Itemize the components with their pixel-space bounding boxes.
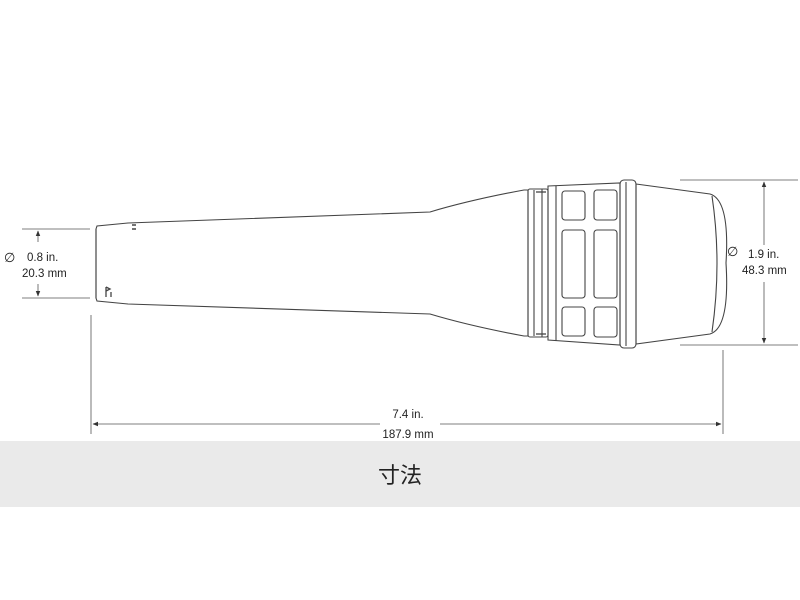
grille-window [593, 306, 618, 338]
large-diameter-mm-label: 48.3 mm [742, 265, 787, 277]
large-diameter-dimension [680, 179, 798, 346]
length-mm-label: 187.9 mm [382, 429, 433, 441]
front-ring [619, 179, 637, 349]
grille-window [561, 229, 586, 299]
diameter-symbol: ∅ [727, 245, 738, 260]
handle-body [95, 189, 529, 337]
microphone-outline [95, 179, 728, 349]
small-diameter-inch-label: 0.8 in. [27, 252, 58, 264]
grille-window [561, 306, 586, 337]
grille-window [593, 229, 618, 299]
caption-bar: 寸法 [0, 441, 800, 507]
small-diameter-dimension [22, 228, 90, 299]
grille-window [561, 190, 586, 221]
large-diameter-inch-label: 1.9 in. [748, 249, 779, 261]
caption-title: 寸法 [377, 464, 422, 489]
head-dome [635, 183, 728, 345]
logo-mark [105, 286, 112, 297]
grille-cage [547, 182, 621, 346]
length-inch-label: 7.4 in. [392, 409, 423, 421]
collar-ring [527, 188, 549, 338]
diameter-symbol: ∅ [4, 251, 15, 266]
length-dimension [90, 315, 724, 434]
small-diameter-mm-label: 20.3 mm [22, 268, 67, 280]
grille-window [593, 189, 618, 221]
